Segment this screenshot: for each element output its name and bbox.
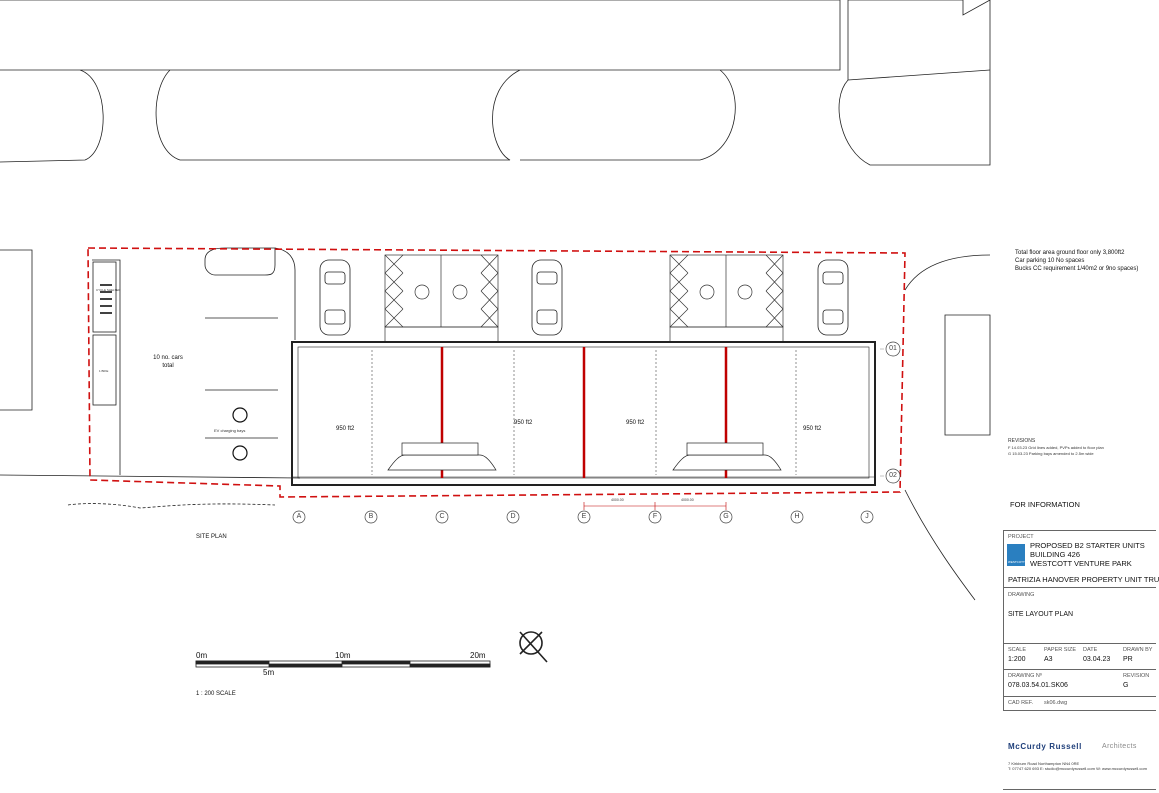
grid-bubble-j — [860, 510, 874, 524]
grid-row-bubbles — [885, 341, 901, 484]
wc-core — [387, 454, 497, 471]
accessible-parking-icon — [452, 284, 468, 300]
north-arrow-icon — [519, 631, 548, 663]
architect-address: 7 Kirkburn Road Northampton NN4 0RE — [1008, 761, 1080, 766]
drawing-label: DRAWING — [1008, 592, 1035, 598]
cycle-shelter-label: CYCLE SHELTER — [96, 288, 121, 292]
revision-f: F 14.03.23 Grid lines added, PVPs added … — [1008, 445, 1104, 450]
client-name: PATRIZIA HANOVER PROPERTY UNIT TRUST — [1008, 575, 1159, 584]
scale-bar — [195, 660, 491, 668]
scale-20m: 20m — [470, 651, 486, 660]
grid-label-d: D — [510, 513, 516, 520]
grid-bubble-h — [790, 510, 804, 524]
grid-label-c: C — [439, 513, 445, 520]
grid-bubble-e — [577, 510, 591, 524]
ev-bays-label: EV charging bays — [214, 428, 246, 433]
existing-building-outline — [0, 0, 841, 163]
unit-3-area: 950 ft2 — [626, 420, 645, 426]
scale-label: SCALE — [1008, 647, 1027, 653]
paper-size-label: PAPER SIZE — [1044, 647, 1076, 653]
architect-suffix: Architects — [1102, 743, 1137, 750]
existing-building-right — [838, 0, 991, 166]
grid-bubble-c — [435, 510, 449, 524]
site-plan-title: SITE PLAN — [196, 534, 227, 540]
revision-value: G — [1123, 682, 1129, 689]
scale-0m: 0m — [196, 651, 208, 660]
project-line-1: PROPOSED B2 STARTER UNITS — [1030, 541, 1145, 550]
drawn-by-value: PR — [1123, 656, 1133, 663]
status-label: FOR INFORMATION — [1010, 500, 1080, 509]
requirement-note: Bucks CC requirement 1/40m2 or 9no space… — [1015, 266, 1139, 272]
date-value: 03.04.23 — [1083, 656, 1111, 663]
drawing-number-label: DRAWING Nº — [1008, 673, 1042, 679]
grid-label-g: G — [723, 513, 729, 520]
westcott-logo-icon — [1007, 544, 1025, 566]
project-label: PROJECT — [1008, 534, 1034, 540]
parking-count-note: 10 no. cars total — [153, 355, 183, 369]
grid-bubble-row-01 — [885, 341, 901, 357]
grid-label-e: E — [581, 513, 587, 520]
revision-g: G 15.03.23 Parking bays amended to 2.5m … — [1008, 451, 1094, 456]
drawing-scale-note: 1 : 200 SCALE — [196, 691, 236, 697]
accessible-parking-icon — [699, 284, 715, 300]
grid-bubble-g — [719, 510, 733, 524]
grid-row-label-01: 01 — [889, 345, 897, 352]
drawn-by-label: DRAWN BY — [1123, 647, 1153, 653]
cad-ref-value: sk06.dwg — [1044, 700, 1068, 706]
site-boundary — [87, 247, 906, 498]
unit-4-area: 950 ft2 — [803, 426, 822, 432]
grid-column-bubbles — [292, 510, 874, 524]
grid-row-label-02: 02 — [889, 472, 897, 479]
scale-10m: 10m — [335, 651, 351, 660]
architect-contact: T: 07747 620 693 E: studio@mccurdyrussel… — [1008, 766, 1147, 771]
unit-2-area: 950 ft2 — [514, 420, 533, 426]
unit-1-area: 950 ft2 — [336, 426, 355, 432]
floor-area-note: Total floor area ground floor only 3,800… — [1015, 250, 1125, 256]
car-icon — [531, 259, 563, 336]
cycle-shelter-sub: 1 BIKE — [99, 369, 109, 373]
grid-bubble-row-02 — [885, 468, 901, 484]
dimension-fg: 4000.00 — [681, 498, 694, 502]
ev-charging-icon — [232, 407, 248, 423]
grid-label-f: F — [652, 513, 658, 520]
building-outline — [291, 341, 876, 486]
car-parking-note: Car parking 10 No spaces — [1015, 258, 1085, 264]
grid-label-h: H — [794, 513, 800, 520]
logo-text: WESTCOTT — [1008, 560, 1025, 564]
drawing-title: SITE LAYOUT PLAN — [1008, 611, 1074, 618]
dimension-ef: 4000.00 — [611, 498, 624, 502]
grid-label-j: J — [865, 513, 869, 520]
wc-core — [672, 454, 782, 471]
cad-ref-label: CAD REF. — [1008, 700, 1034, 706]
grid-bubble-d — [506, 510, 520, 524]
left-boundary — [0, 249, 33, 411]
grid-bubble-f — [648, 510, 662, 524]
revisions-heading: REVISIONS — [1008, 438, 1036, 444]
car-icon — [319, 259, 351, 336]
ev-charging-icon — [232, 445, 248, 461]
car-icon — [817, 259, 849, 336]
accessible-parking-icon — [414, 284, 430, 300]
scale-5m: 5m — [263, 668, 275, 677]
accessible-parking-icon — [737, 284, 753, 300]
project-line-2: BUILDING 426 — [1030, 550, 1081, 559]
grid-bubble-a — [292, 510, 306, 524]
grid-label-a: A — [296, 513, 302, 520]
road-edge-right — [904, 254, 991, 291]
grid-label-b: B — [368, 513, 374, 520]
project-line-3: WESTCOTT VENTURE PARK — [1030, 559, 1132, 568]
date-label: DATE — [1083, 647, 1098, 653]
revision-label: REVISION — [1123, 673, 1150, 679]
architect-name: McCurdy Russell — [1008, 742, 1082, 751]
scale-value: 1:200 — [1008, 656, 1026, 663]
paper-size-value: A3 — [1044, 656, 1053, 663]
drawing-number: 078.03.54.01.SK06 — [1008, 682, 1068, 689]
grid-bubble-b — [364, 510, 378, 524]
